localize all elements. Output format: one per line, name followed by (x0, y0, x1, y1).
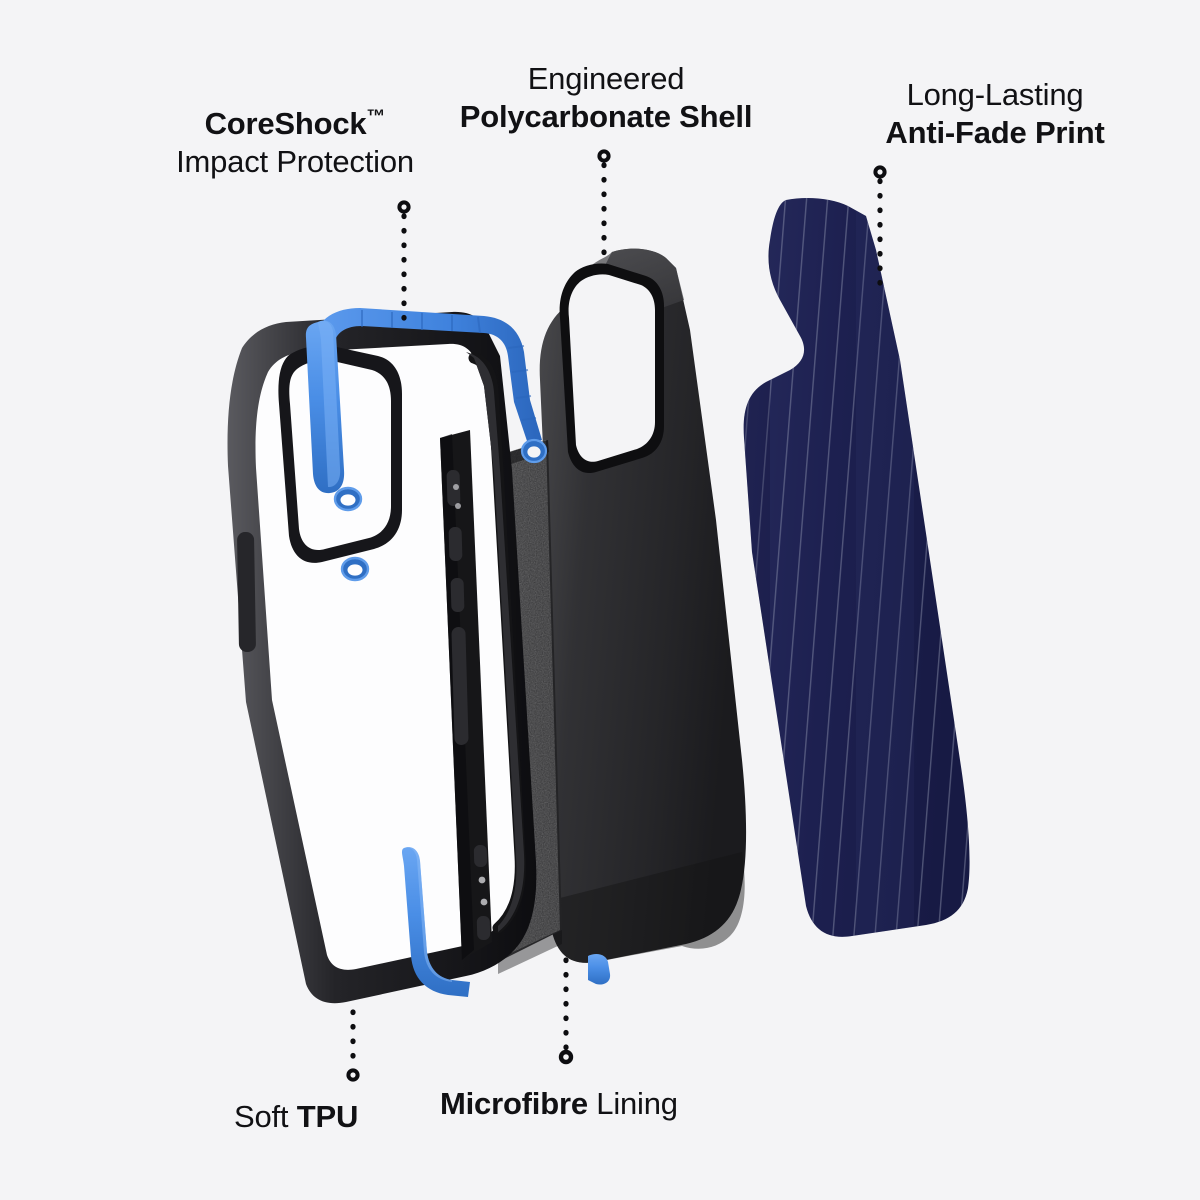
blue-grommet (520, 438, 548, 464)
callout-tpu-prefix: Soft (234, 1099, 297, 1134)
callout-antifade: Long-Lasting Anti-Fade Print (866, 76, 1124, 153)
callout-antifade-line2: Anti-Fade Print (885, 115, 1105, 151)
callout-tpu: Soft TPU (234, 1098, 358, 1136)
callout-microfibre: Microfibre Lining (440, 1085, 678, 1123)
side-button-rail (440, 430, 492, 960)
callout-microfibre-suffix: Lining (587, 1086, 678, 1121)
trademark-symbol: ™ (366, 106, 386, 128)
coreshock-blue-accent (305, 308, 611, 997)
callout-coreshock-line2: Impact Protection (176, 144, 414, 180)
layer-tpu-bumper (227, 308, 611, 1004)
callout-microfibre-term: Microfibre (440, 1086, 588, 1121)
callout-markers (346, 149, 887, 1082)
callout-leader-lines (350, 162, 883, 1069)
callout-tpu-term: TPU (296, 1099, 359, 1134)
blue-grommet (340, 556, 370, 582)
callout-antifade-line1: Long-Lasting (906, 77, 1084, 112)
callout-coreshock: CoreShock™ Impact Protection (150, 105, 440, 182)
callout-polycarbonate-line2: Polycarbonate Shell (459, 99, 753, 135)
callout-polycarbonate-line1: Engineered (527, 61, 685, 96)
layer-polycarbonate-shell (539, 248, 747, 963)
callout-coreshock-line1: CoreShock™ (204, 106, 386, 141)
callout-polycarbonate: Engineered Polycarbonate Shell (428, 60, 784, 137)
left-side-button (237, 531, 256, 652)
blue-grommet (333, 486, 363, 512)
camera-cutout-shell (559, 263, 664, 474)
